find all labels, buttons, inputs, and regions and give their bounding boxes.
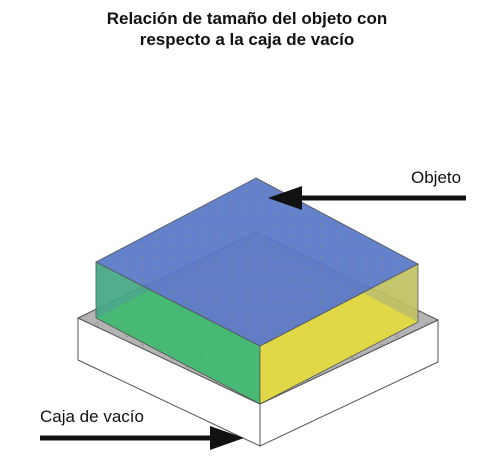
figure-title-line-2: respecto a la caja de vacío	[139, 30, 355, 49]
figure-title-line-1: Relación de tamaño del objeto con	[106, 9, 388, 28]
figure-title: Relación de tamaño del objeto con respec…	[0, 8, 494, 50]
object-label: Objeto	[411, 168, 462, 187]
object-arrow-head	[268, 186, 302, 210]
vacuum-box-arrow-head	[210, 426, 244, 450]
vacuum-box-label: Caja de vacío	[40, 407, 144, 426]
object-top-holes-show-through	[96, 178, 418, 346]
